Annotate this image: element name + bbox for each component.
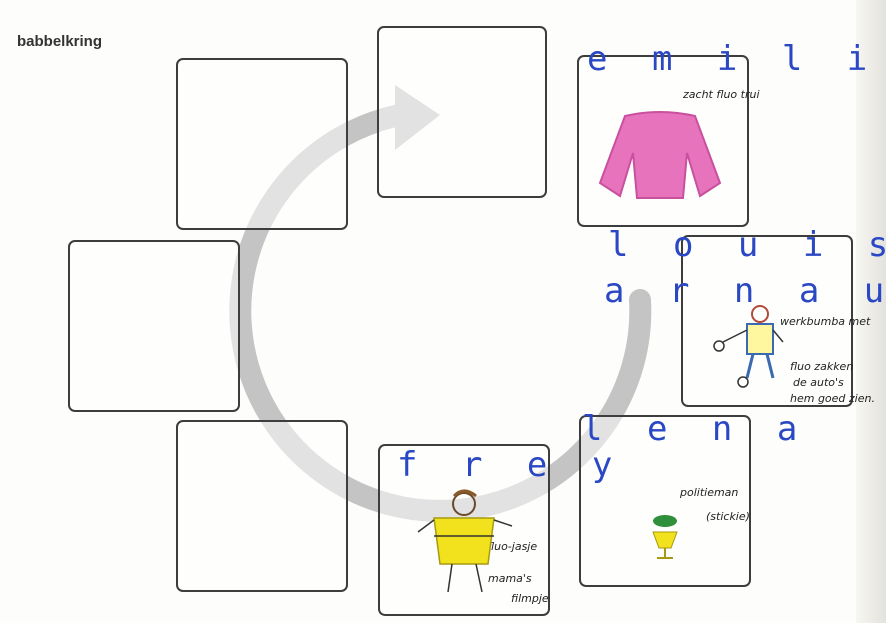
worker-figure-icon [705,300,785,390]
yellow-vest-figure-icon [412,488,522,598]
caption-lena-1: politieman [680,486,738,499]
empty-card-bottom-left[interactable] [176,420,348,592]
police-figure-icon [645,512,685,562]
caption-louis-4: hem goed zien. [790,392,875,405]
caption-lena-2: (stickie) [706,510,750,523]
caption-louis-2: fluo zakken [790,360,853,373]
caption-emilia: zacht fluo trui [683,88,760,101]
name-label-louis: l o u i s [608,228,886,262]
name-label-lena: l e n a [582,412,809,446]
empty-card-top[interactable] [377,26,547,198]
caption-louis-1: werkbumba met [780,315,870,328]
empty-card-top-left[interactable] [176,58,348,230]
name-label-frey: f r e y [397,448,624,482]
caption-louis-3: de auto's [793,376,844,389]
name-label-emilia: e m i l i a [587,42,886,76]
pink-sweater-icon [595,108,725,208]
empty-card-left[interactable] [68,240,240,412]
